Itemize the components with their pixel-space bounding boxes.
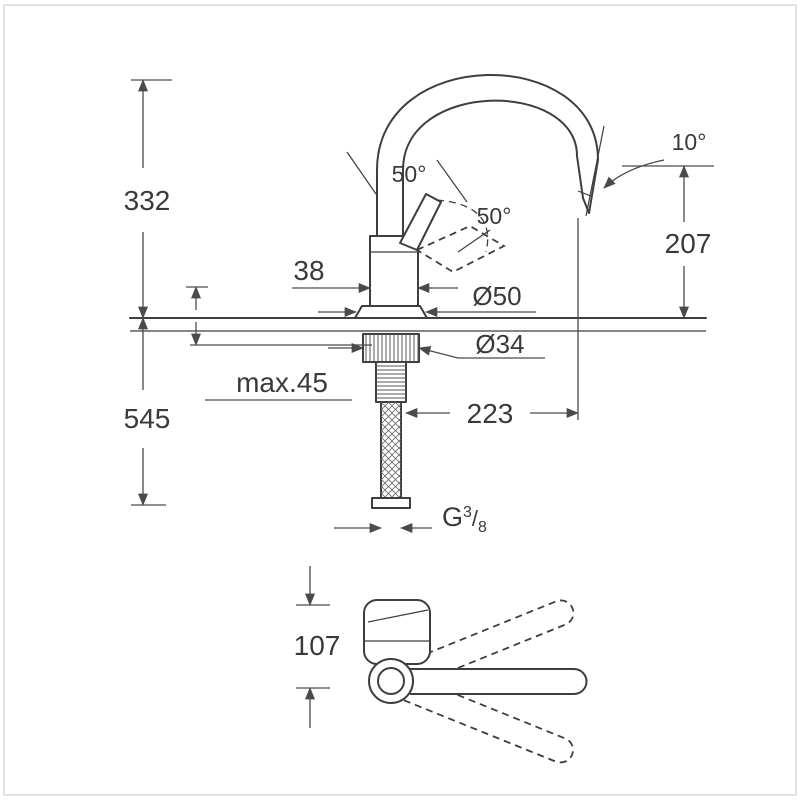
pivot-body	[368, 658, 414, 704]
angle-50-left-label: 50°	[392, 161, 427, 187]
angle-50-right-label: 50°	[477, 203, 512, 229]
supply-hose	[381, 402, 401, 498]
dimension-332: 332	[124, 79, 172, 319]
spout-top-view	[410, 668, 588, 695]
dimension-545: 545	[124, 317, 171, 506]
dim-545-label: 545	[124, 403, 171, 434]
dim-223-label: 223	[467, 398, 514, 429]
mounting-hardware	[362, 333, 420, 509]
handle-side-view	[399, 193, 506, 274]
dimension-223: 223	[405, 218, 579, 429]
dimension-d34: Ø34	[328, 329, 545, 359]
base-flange	[354, 305, 428, 319]
image-border	[3, 4, 797, 796]
threaded-shank	[376, 362, 406, 402]
top-view: 107	[294, 566, 588, 764]
dimension-50deg-left: 50°	[346, 151, 468, 203]
dimension-d50: Ø50	[318, 281, 536, 317]
dim-max45-label: max.45	[236, 367, 328, 398]
handle-top-view	[363, 599, 431, 665]
dimension-50deg-right: 50°	[457, 203, 512, 253]
dimension-207: 207	[622, 165, 714, 319]
dimension-38: 38	[292, 255, 458, 293]
spout	[376, 74, 599, 214]
dim-207-label: 207	[665, 228, 712, 259]
dimension-g38: G3/8	[334, 502, 487, 536]
dim-d34-label: Ø34	[475, 329, 524, 359]
spout-swivel-down	[403, 676, 574, 764]
dim-332-label: 332	[124, 185, 171, 216]
dimension-107: 107	[294, 566, 341, 728]
spout-swivel-up	[403, 599, 575, 687]
angle-10-label: 10°	[672, 129, 707, 155]
dim-107-label: 107	[294, 630, 341, 661]
hose-end-fitting	[371, 497, 411, 509]
side-view: 332 545 38 Ø50 Ø34	[124, 74, 714, 536]
mounting-nut	[363, 334, 419, 362]
counter-lines	[129, 317, 707, 332]
dimension-10deg: 10°	[585, 125, 707, 217]
dim-38-label: 38	[293, 255, 324, 286]
dimension-max45: max.45	[186, 286, 372, 401]
thread-label: G3/8	[442, 502, 487, 536]
dim-d50-label: Ø50	[472, 281, 521, 311]
handle-dashed-position	[415, 224, 506, 274]
